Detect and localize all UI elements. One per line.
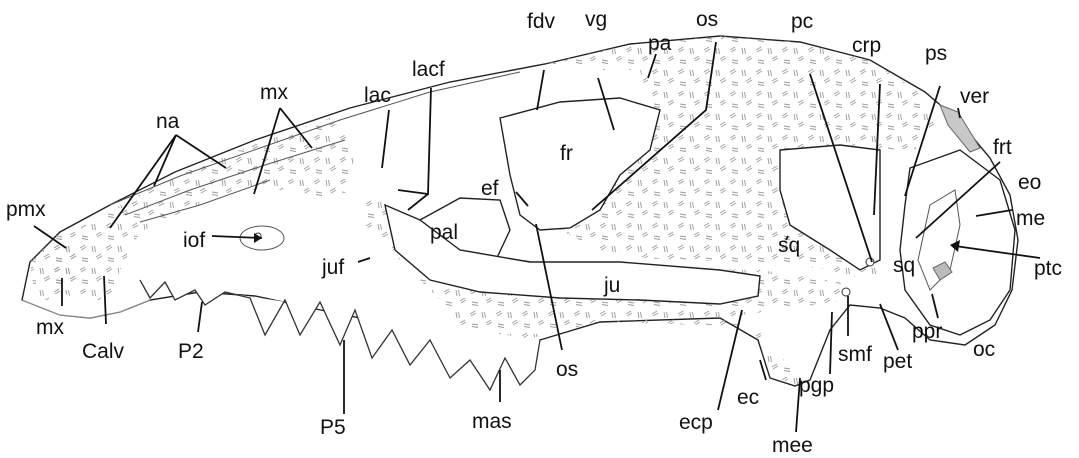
label-os-bottom: os (556, 358, 578, 381)
label-oc: oc (973, 338, 995, 361)
label-ecp: ecp (679, 411, 713, 434)
label-p5: P5 (320, 416, 346, 439)
tooth-row (139, 279, 541, 392)
frontal-parietal-hatch (520, 36, 940, 280)
label-ver: ver (960, 85, 989, 108)
label-iof: iof (183, 229, 205, 252)
label-smf: smf (838, 343, 872, 366)
ptc-mark (932, 261, 953, 281)
label-pc: pc (791, 10, 813, 33)
label-ef: ef (481, 177, 499, 200)
label-mx-bottom: mx (36, 316, 64, 339)
label-ptc: ptc (1034, 257, 1062, 280)
label-frt: frt (993, 136, 1012, 159)
label-me: me (1016, 207, 1045, 230)
label-pet: pet (883, 350, 912, 373)
postglenoid-foramen (865, 257, 875, 267)
stylomastoid-foramen (841, 287, 851, 297)
maxilla-hatch (45, 118, 355, 300)
maxilla-lower-edge (21, 299, 151, 319)
leader-lines (33, 41, 1041, 433)
ectotympanic-hatch (600, 318, 808, 385)
label-fr: fr (560, 142, 573, 165)
ptc-arrowhead (950, 240, 960, 252)
premaxilla-hatch (30, 232, 80, 305)
label-sq-right: sq (893, 254, 915, 277)
iof-arrowhead (254, 233, 262, 243)
label-ppr: ppr (912, 320, 942, 343)
label-os-top: os (696, 8, 718, 31)
label-mee: mee (772, 434, 813, 457)
label-mx-top: mx (260, 81, 288, 104)
label-sq-left: sq (778, 234, 800, 257)
label-pal: pal (430, 221, 458, 244)
skull-outline (21, 35, 1019, 392)
vertebra (939, 104, 981, 153)
jugal-outline (384, 203, 761, 305)
label-na: na (156, 110, 180, 133)
label-lacf: lacf (412, 58, 445, 81)
label-ju: ju (603, 274, 620, 297)
label-fdv: fdv (527, 10, 556, 33)
label-juf: juf (321, 256, 344, 279)
label-eo: eo (1018, 171, 1041, 194)
label-lac: lac (364, 84, 391, 107)
label-calv: Calv (82, 340, 125, 363)
label-pa: pa (648, 32, 672, 55)
nasal-ridge-3 (139, 179, 271, 223)
label-vg: vg (585, 8, 607, 31)
label-pgp: pgp (799, 374, 834, 397)
label-crp: crp (852, 34, 881, 57)
label-p2: P2 (178, 340, 204, 363)
nasal-ridge-2 (124, 139, 346, 216)
label-pmx: pmx (6, 198, 46, 221)
labels: fdv vg pa os pc crp ps ver frt eo me ptc… (6, 8, 1062, 457)
label-ps: ps (925, 42, 947, 65)
squamosal-outline (779, 144, 881, 271)
label-ec: ec (737, 386, 759, 409)
label-mas: mas (472, 410, 512, 433)
orbit-outline (499, 97, 661, 231)
